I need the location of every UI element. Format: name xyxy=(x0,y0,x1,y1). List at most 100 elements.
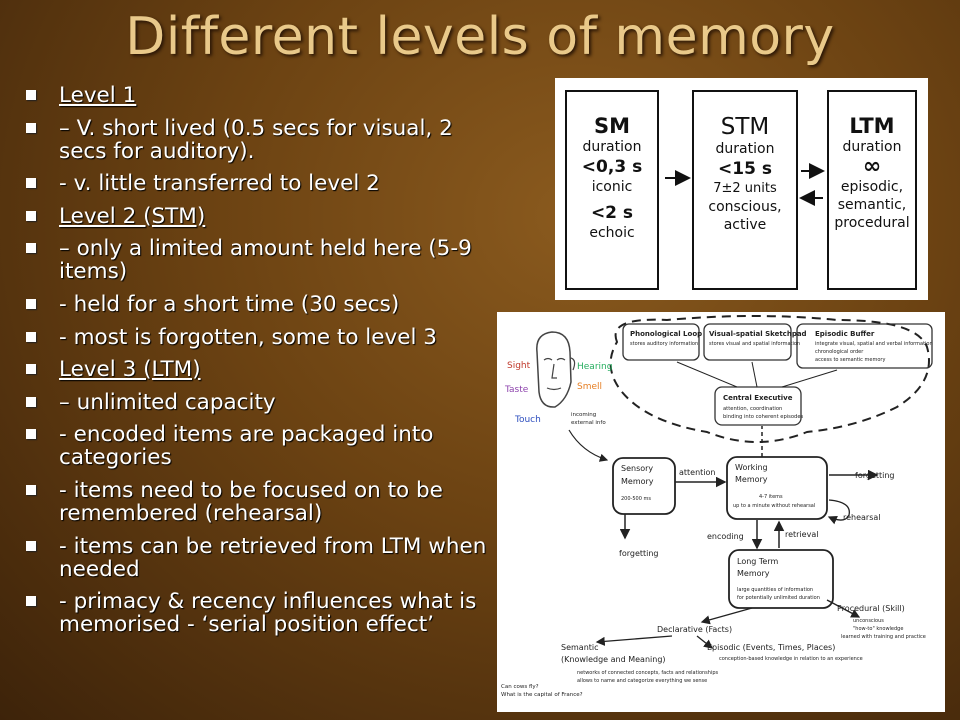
encoding-label: encoding xyxy=(707,532,744,541)
buffer-desc-1: integrate visual, spatial and verbal inf… xyxy=(815,341,933,347)
central-title: Central Executive xyxy=(723,394,793,402)
central-desc-1: attention, coordination xyxy=(723,406,782,412)
sensory-memory-box xyxy=(612,457,676,515)
ltm-title: LTM xyxy=(849,114,895,138)
bullet-item: - encoded items are packaged into catego… xyxy=(26,423,506,469)
bullet-text: - primacy & recency influences what is m… xyxy=(59,589,477,638)
bullet-item: Level 1 xyxy=(26,84,506,107)
semantic-desc-2: allows to name and categorize everything… xyxy=(577,678,707,684)
bullet-text: - v. little transferred to level 2 xyxy=(59,171,380,197)
stm-units: 7±2 units xyxy=(713,181,777,196)
ltm-duration-value: ∞ xyxy=(862,154,882,179)
buffer-desc-2: chronological order xyxy=(815,349,864,355)
semantic-title-2: (Knowledge and Meaning) xyxy=(561,655,666,664)
sm-box: SM duration <0,3 s iconic <2 s echoic xyxy=(565,90,659,290)
phono-title: Phonological Loop xyxy=(630,330,702,338)
sense-touch: Touch xyxy=(514,415,541,425)
bullet-square-icon xyxy=(26,243,36,254)
stm-active: active xyxy=(723,217,767,233)
semantic-title-1: Semantic xyxy=(561,643,599,652)
stm-duration-label: duration xyxy=(715,141,775,157)
long-term-memory-box xyxy=(728,549,834,609)
sm-iconic: iconic xyxy=(591,179,633,195)
ltm-desc-2: for potentially unlimited duration xyxy=(737,595,820,601)
visual-title: Visual-spatial Sketchpad xyxy=(709,330,807,338)
sense-sight: Sight xyxy=(507,361,531,371)
bullet-square-icon xyxy=(26,298,36,309)
bullet-square-icon xyxy=(26,596,36,607)
bullet-text: – only a limited amount held here (5-9 i… xyxy=(59,236,472,285)
working-memory-model-figure: Sight Hearing Taste Smell Touch incoming… xyxy=(497,312,945,712)
working-memory-box xyxy=(726,456,828,520)
stm-box: STM duration <15 s 7±2 units conscious, … xyxy=(692,90,798,290)
bullet-item: – only a limited amount held here (5-9 i… xyxy=(26,237,506,283)
sm-title: SM xyxy=(593,114,631,138)
stm-title: STM xyxy=(720,114,770,140)
attention-label: attention xyxy=(679,468,716,477)
working-desc-2: up to a minute without rehearsal xyxy=(733,503,815,509)
episodic-desc: conception-based knowledge in relation t… xyxy=(719,656,863,662)
forgetting-label-1: forgetting xyxy=(855,471,895,480)
working-memory-cloud xyxy=(609,315,930,443)
procedural-desc-2: "how-to" knowledge xyxy=(853,626,903,632)
bullet-text: – V. short lived (0.5 secs for visual, 2… xyxy=(59,115,453,164)
bullet-list: Level 1 – V. short lived (0.5 secs for vi… xyxy=(26,84,506,646)
central-executive-box xyxy=(714,386,802,426)
sensory-title-1: Sensory xyxy=(621,464,653,473)
sm-echoic-value: <2 s xyxy=(590,203,634,223)
bullet-text: - encoded items are packaged into catego… xyxy=(59,422,434,471)
bullet-square-icon xyxy=(26,396,36,407)
bullet-item: – V. short lived (0.5 secs for visual, 2… xyxy=(26,117,506,163)
bullet-text: - most is forgotten, some to level 3 xyxy=(59,324,437,350)
ltm-procedural: procedural xyxy=(834,215,910,231)
bullet-square-icon xyxy=(26,90,36,100)
visual-desc: stores visual and spatial information xyxy=(709,341,800,347)
procedural-desc-1: unconscious xyxy=(853,618,884,624)
bullet-square-icon xyxy=(26,364,36,375)
buffer-title: Episodic Buffer xyxy=(815,330,875,338)
phonological-loop-box xyxy=(622,323,700,361)
bullet-item: - items need to be focused on to be reme… xyxy=(26,479,506,525)
visual-sketchpad-box xyxy=(703,323,792,361)
bullet-item: - items can be retrieved from LTM when n… xyxy=(26,535,506,581)
working-title-1: Working xyxy=(735,463,768,472)
episodic-title: Episodic (Events, Times, Places) xyxy=(707,643,835,652)
semantic-desc-1: networks of connected concepts, facts an… xyxy=(577,670,719,676)
bullet-square-icon xyxy=(26,484,36,495)
face-illustration xyxy=(536,331,576,408)
sensory-desc: 200-500 ms xyxy=(621,496,651,502)
ltm-title-2: Memory xyxy=(737,569,770,578)
episodic-buffer-box xyxy=(796,323,933,369)
working-title-2: Memory xyxy=(735,475,768,484)
question-2: What is the capital of France? xyxy=(501,692,583,698)
bullet-item: - v. little transferred to level 2 xyxy=(26,172,506,195)
rehearsal-label: rehearsal xyxy=(843,513,881,522)
ltm-title-1: Long Term xyxy=(737,557,779,566)
forgetting-label-2: forgetting xyxy=(619,549,659,558)
incoming-line2: external info xyxy=(571,420,606,426)
phono-desc: stores auditory information xyxy=(630,341,698,347)
bullet-item: - held for a short time (30 secs) xyxy=(26,293,506,316)
sm-duration-value: <0,3 s xyxy=(581,157,643,177)
declarative-label: Declarative (Facts) xyxy=(657,625,732,634)
stage-arrows xyxy=(665,163,825,206)
bullet-item: Level 2 (STM) xyxy=(26,205,506,228)
ltm-episodic: episodic, xyxy=(840,179,904,195)
slide-title: Different levels of memory xyxy=(125,7,835,67)
ltm-duration-label: duration xyxy=(842,139,902,155)
retrieval-label: retrieval xyxy=(785,530,818,539)
bullet-square-icon xyxy=(26,210,36,221)
bullet-square-icon xyxy=(26,331,36,342)
stm-duration-value: <15 s xyxy=(718,159,772,179)
question-1: Can cows fly? xyxy=(501,684,539,690)
bullet-text: - held for a short time (30 secs) xyxy=(59,291,400,317)
procedural-desc-3: learned with training and practice xyxy=(841,634,926,640)
sense-taste: Taste xyxy=(504,385,529,395)
sensory-title-2: Memory xyxy=(621,477,654,486)
sense-smell: Smell xyxy=(577,382,602,392)
bullet-text: - items can be retrieved from LTM when n… xyxy=(59,533,487,582)
ltm-semantic: semantic, xyxy=(837,197,907,213)
sm-duration-label: duration xyxy=(582,139,642,155)
ltm-box: LTM duration ∞ episodic, semantic, proce… xyxy=(827,90,917,290)
procedural-title: Procedural (Skill) xyxy=(837,604,905,613)
